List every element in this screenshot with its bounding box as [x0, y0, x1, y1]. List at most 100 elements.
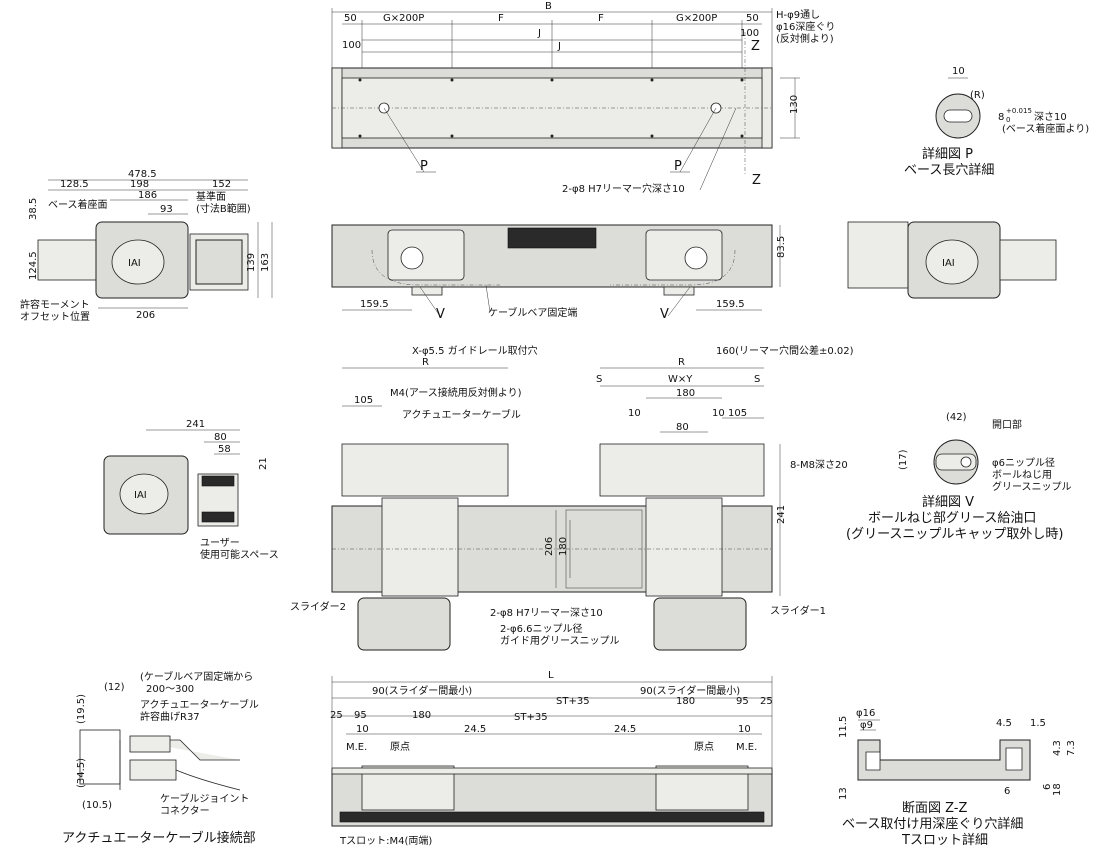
note-cable-joint: ケーブルジョイント	[160, 792, 249, 805]
note-offset: オフセット位置	[20, 310, 90, 323]
detail-v-title: 詳細図 V	[922, 494, 974, 510]
dim-58-user: 58	[218, 444, 231, 455]
side-view: IAI 478.5 128.5 198 152 186 93 38.5 124.…	[20, 169, 273, 323]
logo-side: IAI	[128, 258, 141, 269]
dim-105-left: 105	[354, 395, 373, 406]
dim-24-5-left: 24.5	[464, 724, 486, 735]
note-range-b: (寸法B範囲)	[196, 202, 251, 215]
dim-180-right: 180	[676, 696, 695, 707]
dim-7-3: 7.3	[1066, 740, 1077, 756]
note-nipple-dia: φ6ニップル径	[992, 456, 1055, 469]
detail-v-subtitle1: ボールねじ部グリース給油口	[868, 511, 1036, 526]
dim-18: 18	[1052, 783, 1063, 796]
label-usable-space: 使用可能スペース	[200, 548, 279, 561]
dim-19-5: (19.5)	[76, 694, 87, 724]
dim-10-mid-left: 10	[628, 408, 641, 419]
tol-sup: +0.015	[1006, 107, 1032, 115]
dim-b: B	[545, 1, 552, 12]
dim-241-mid: 241	[776, 505, 787, 524]
dim-10-5: (10.5)	[82, 800, 112, 811]
label-origin-left: 原点	[390, 741, 410, 753]
dim-st35-top: ST+35	[556, 696, 590, 707]
dim-100-right: 100	[740, 28, 759, 39]
dim-50-left: 50	[344, 13, 357, 24]
dim-38-5: 38.5	[28, 198, 39, 220]
dim-95-left: 95	[354, 710, 367, 721]
note-fix-end: (ケーブルベア固定端から	[140, 670, 253, 683]
note-depth-10: 深さ10	[1034, 111, 1067, 123]
section-zz-subtitle1: ベース取付け用深座ぐり穴詳細	[842, 816, 1023, 832]
dim-80-user: 80	[214, 432, 227, 443]
note-h-holes: H-φ9通し	[776, 9, 820, 21]
logo-user-space: IAI	[134, 490, 147, 501]
dim-241-user: 241	[186, 419, 205, 430]
detail-v: (42) (17) 開口部 φ6ニップル径 ボールねじ用 グリースニップル 詳細…	[846, 412, 1072, 542]
detail-v-callout-left: V	[436, 307, 445, 322]
note-nipple1: 2-φ6.6ニップル径	[500, 622, 582, 635]
dim-l: L	[548, 670, 554, 681]
dim-1-5: 1.5	[1030, 718, 1046, 729]
mid-view: R R S W×Y S 105 180 105 10 80 10 206 180…	[290, 344, 854, 651]
note-ref-face: 基準面	[196, 190, 226, 203]
dim-180-mid: 180	[676, 388, 695, 399]
dim-128-5: 128.5	[60, 179, 89, 190]
dim-17: (17)	[898, 449, 909, 470]
note-m4-earth: M4(アース接続用反対側より)	[390, 386, 522, 399]
dim-90-left: 90(スライダー間最小)	[372, 684, 472, 697]
dim-6-side: 6	[1042, 784, 1053, 790]
dim-42: (42)	[946, 412, 967, 423]
detail-v-subtitle2: (グリースニップルキャップ取外し時)	[846, 527, 1064, 542]
dim-21-user: 21	[258, 457, 269, 470]
dim-130: 130	[789, 95, 800, 114]
dim-10-bottom-left: 10	[356, 724, 369, 735]
dim-90-right: 90(スライダー間最小)	[640, 684, 740, 697]
label-me-right: M.E.	[736, 742, 757, 753]
dim-139: 139	[246, 253, 257, 272]
dim-s-left: S	[596, 374, 602, 385]
dim-13: 13	[838, 787, 849, 800]
dim-g200p-right: G×200P	[676, 13, 717, 24]
dim-100-left: 100	[342, 40, 361, 51]
detail-p-callout-right: P	[674, 159, 682, 174]
section-z-top: Z	[751, 39, 760, 54]
label-me-left: M.E.	[346, 742, 367, 753]
note-bend-r37: 許容曲げR37	[140, 710, 200, 723]
dim-wxy: W×Y	[668, 374, 693, 385]
note-grease-nipple: グリースニップル	[992, 480, 1072, 493]
note-actuator-cable: アクチュエーターケーブル	[402, 408, 521, 421]
dim-j-1: J	[537, 28, 541, 39]
label-origin-right: 原点	[694, 741, 714, 753]
dim-24-5-right: 24.5	[614, 724, 636, 735]
dim-25-left: 25	[330, 710, 343, 721]
dim-478-5: 478.5	[128, 169, 157, 180]
dim-r-left: R	[422, 357, 429, 368]
note-200-300: 200〜300	[146, 684, 194, 695]
dim-95-right: 95	[736, 696, 749, 707]
user-space-view: IAI 241 80 58 21 ユーザー 使用可能スペース	[103, 419, 279, 561]
dim-s-right: S	[754, 374, 760, 385]
detail-p: 10 (R) 8 +0.015 0 深さ10 (ベース着座面より) 詳細図 P …	[904, 66, 1089, 178]
dim-180-vert: 180	[558, 537, 569, 556]
front-view: 159.5 159.5 83.5 V V ケーブルベア固定端	[331, 224, 787, 322]
note-opposite-side: (反対側より)	[776, 32, 834, 45]
dim-4-3: 4.3	[1052, 740, 1063, 756]
dim-10-p: 10	[952, 66, 965, 77]
dim-159-5-right: 159.5	[716, 299, 745, 310]
tol-8: 8	[998, 112, 1004, 123]
note-tslot: Tスロット:M4(両端)	[339, 834, 432, 847]
note-base-face: ベース着座面	[48, 198, 108, 211]
section-zz-title: 断面図 Z-Z	[902, 801, 968, 816]
note-nipple2: ガイド用グリースニップル	[500, 634, 620, 647]
top-view: B 50 G×200P F F G×200P 50 100 J J 100 13…	[331, 1, 835, 195]
note-reamer-top: 2-φ8 H7リーマー穴深さ10	[562, 182, 685, 195]
dim-83-5: 83.5	[776, 236, 787, 258]
dim-206-mid: 206	[544, 537, 555, 556]
label-slider2: スライダー2	[290, 600, 346, 613]
dim-phi16: φ16	[856, 708, 875, 719]
dim-10-bottom-right: 10	[738, 724, 751, 735]
note-moment: 許容モーメント	[20, 298, 90, 311]
logo-end: IAI	[942, 258, 955, 269]
dim-j-2: J	[557, 41, 561, 52]
section-zz-subtitle2: Tスロット詳細	[901, 832, 988, 848]
